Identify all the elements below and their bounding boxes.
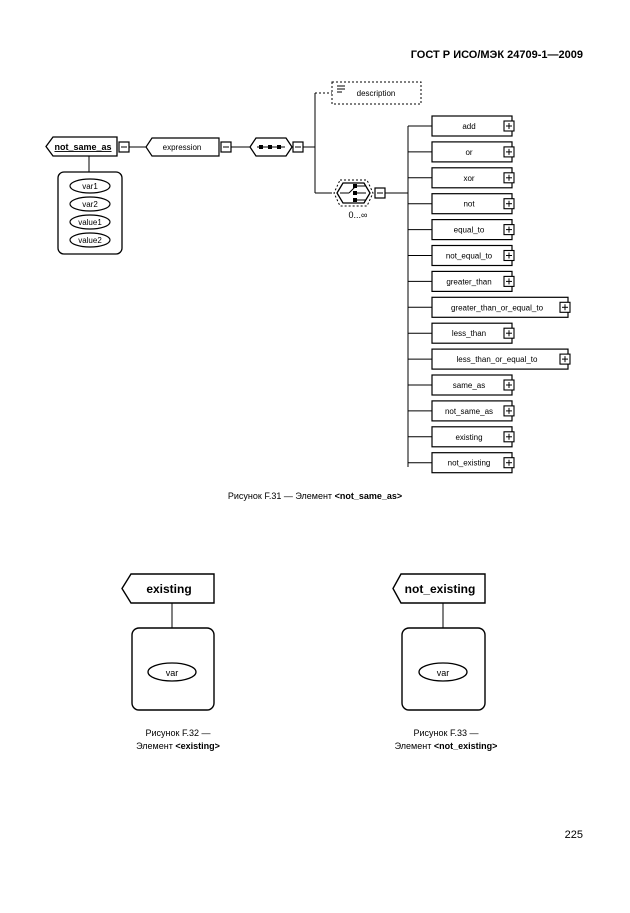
child-element-label: existing <box>455 433 482 442</box>
figure-f33-caption: Рисунок F.33 — Элемент <not_existing> <box>366 727 526 753</box>
figure-f32-caption-prefix: Элемент <box>136 741 176 751</box>
child-element-not: not <box>408 193 515 215</box>
figure-f33-caption-element: <not_existing> <box>433 741 498 751</box>
child-element-or: or <box>408 141 515 163</box>
figure-f33-diagram: not_existing var <box>392 573 486 711</box>
child-element-less-than: less_than <box>408 322 515 344</box>
child-element-label: xor <box>463 174 474 183</box>
child-element-label: not_existing <box>448 459 491 468</box>
figure-f31-diagram: not_same_as var1 var2 value1 value2 expr… <box>45 81 571 474</box>
expression-label: expression <box>163 143 202 152</box>
child-element-label: less_than_or_equal_to <box>457 355 539 364</box>
expression-node: expression <box>145 137 232 157</box>
child-element-add: add <box>408 115 515 137</box>
child-elements: add or xor not equal_to not_equal_to greater_t… <box>408 115 571 474</box>
figure-f32-caption-element: <existing> <box>175 741 220 751</box>
figure-f31-caption-prefix: Рисунок F.31 — Элемент <box>227 491 335 501</box>
child-element-label: greater_than <box>446 277 491 286</box>
description-label: description <box>357 89 396 98</box>
attributes-group: var1 var2 value1 value2 <box>57 156 123 255</box>
child-element-greater-than: greater_than <box>408 270 515 292</box>
attribute-var2: var2 <box>82 200 98 209</box>
document-header: ГОСТ Р ИСО/МЭК 24709-1—2009 <box>410 49 583 61</box>
figure-f32-diagram: existing var <box>121 573 215 711</box>
attribute-value1: value1 <box>78 218 102 227</box>
choice-cardinality: 0...∞ <box>349 210 368 220</box>
attribute-value2: value2 <box>78 236 102 245</box>
child-element-xor: xor <box>408 167 515 189</box>
child-element-equal-to: equal_to <box>408 219 515 241</box>
choice-compositor-icon <box>333 179 386 207</box>
figure-f33-caption-line1: Рисунок F.33 — <box>413 728 479 738</box>
figure-f31-caption-element: <not_same_as> <box>334 491 403 501</box>
child-element-less-than-or-equal-to: less_than_or_equal_to <box>408 348 571 370</box>
child-element-label: not <box>463 200 475 209</box>
child-element-label: equal_to <box>454 226 485 235</box>
child-element-not-same-as: not_same_as <box>408 400 515 422</box>
child-element-not-equal-to: not_equal_to <box>408 244 515 267</box>
description-node: description <box>331 81 422 105</box>
page-number: 225 <box>564 829 583 841</box>
child-element-label: greater_than_or_equal_to <box>451 303 544 312</box>
figure-f32-caption-line1: Рисунок F.32 — <box>145 728 211 738</box>
child-element-existing: existing <box>408 426 515 448</box>
existing-root-label: existing <box>146 582 191 596</box>
figure-f32-caption: Рисунок F.32 — Элемент <existing> <box>98 727 258 753</box>
child-element-label: less_than <box>452 329 486 338</box>
not-existing-root-label: not_existing <box>405 582 476 596</box>
root-element-label: not_same_as <box>54 142 111 152</box>
figure-f33-caption-prefix: Элемент <box>394 741 434 751</box>
child-element-same-as: same_as <box>408 374 515 396</box>
child-element-greater-than-or-equal-to: greater_than_or_equal_to <box>408 296 571 318</box>
sequence-compositor-icon <box>249 137 304 157</box>
figure-f31-caption: Рисунок F.31 — Элемент <not_same_as> <box>0 490 630 503</box>
child-element-label: same_as <box>453 381 485 390</box>
child-element-not-existing: not_existing <box>408 452 515 474</box>
child-element-label: add <box>462 122 475 131</box>
child-element-label: or <box>465 148 472 157</box>
attribute-var1: var1 <box>82 182 98 191</box>
existing-attribute-var: var <box>166 668 179 678</box>
child-element-label: not_equal_to <box>446 252 493 261</box>
not-existing-attribute-var: var <box>437 668 450 678</box>
child-element-label: not_same_as <box>445 407 493 416</box>
root-element-node: not_same_as <box>45 136 130 157</box>
